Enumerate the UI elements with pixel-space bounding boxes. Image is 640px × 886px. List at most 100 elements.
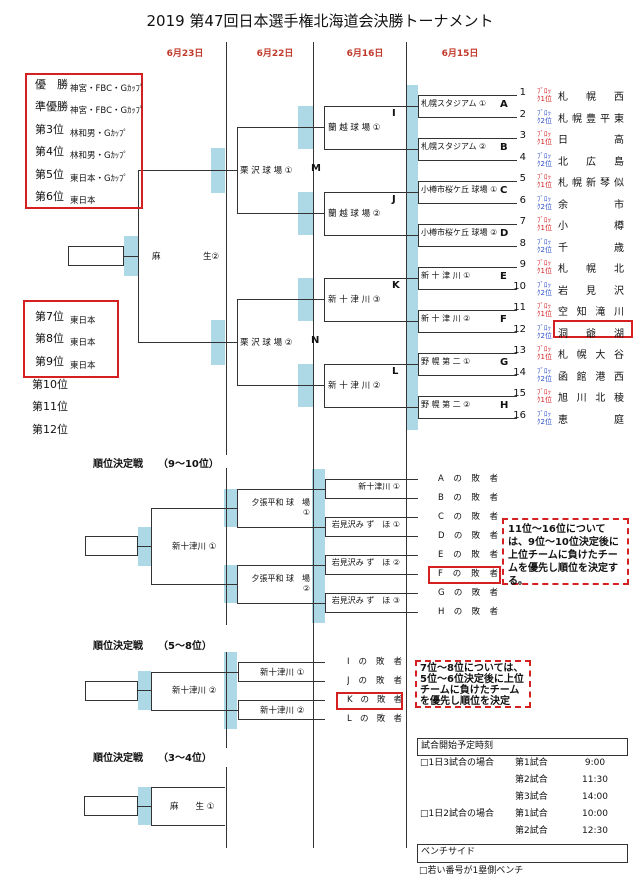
quarterfinal-venue: 新 十 津 川 ② <box>328 381 381 392</box>
bracket-line <box>324 105 325 149</box>
bracket-line <box>324 406 418 408</box>
bracket-line <box>325 517 418 518</box>
block-rank-badge: ﾌﾞﾛｯｸ2位 <box>537 151 552 168</box>
round1-venue: 新 十 津 川 ① <box>421 270 471 280</box>
block-rank-badge: ﾌﾞﾛｯｸ2位 <box>537 409 552 426</box>
bracket-line <box>418 267 517 268</box>
loser-highlight <box>428 566 501 584</box>
loser-slot: Fの敗者 <box>438 569 498 579</box>
standing-team: 林和男・Gｶｯﾌﾟ <box>70 151 128 161</box>
bracket-line <box>238 662 325 663</box>
bracket-line <box>237 602 325 604</box>
schedule-header: 試合開始予定時刻 <box>421 741 494 751</box>
loser-slot: Jの敗者 <box>347 676 402 686</box>
bracket-line <box>138 806 151 807</box>
quarterfinal-venue: 蘭 越 球 場 ① <box>328 123 381 134</box>
bracket-line <box>124 256 138 258</box>
team-number: 15 <box>513 388 526 399</box>
match-code: K <box>392 279 400 291</box>
column-divider <box>226 42 227 455</box>
round1-venue: 小樽市桜ケ丘 球場 ② <box>421 227 498 237</box>
team-name: 北広島 <box>558 156 624 168</box>
block-rank-badge: ﾌﾞﾛｯｸ1位 <box>537 259 552 275</box>
bracket-line <box>325 479 326 498</box>
schedule-game: 第2試合 <box>515 826 548 836</box>
bracket-line <box>151 583 237 585</box>
bracket-line <box>238 719 325 720</box>
bracket-line <box>418 116 517 118</box>
schedule-time: 9:00 <box>584 758 606 768</box>
placement-venue: 夕張平和 球 場 ② <box>251 573 310 593</box>
bracket-line <box>138 342 237 344</box>
bracket-line <box>418 224 517 225</box>
team-name: 札幌西 <box>558 92 624 103</box>
bracket-line <box>237 488 325 490</box>
team-name: 日高 <box>558 135 624 146</box>
standing-team: 東日本 <box>70 196 96 206</box>
match-code: D <box>500 227 509 239</box>
bracket-line <box>418 374 517 376</box>
bracket-line <box>325 498 418 499</box>
loser-slot: Gの敗者 <box>438 588 498 598</box>
bracket-line <box>324 191 418 193</box>
team-name: 岩見沢 <box>558 285 624 297</box>
match-code: E <box>500 270 507 282</box>
bracket-line <box>418 310 517 311</box>
bracket-line <box>418 224 419 246</box>
bracket-line <box>418 310 419 332</box>
section-title: 順位決定戦 （5～8位） <box>93 641 212 652</box>
bracket-line <box>324 277 418 279</box>
bracket-line <box>418 95 517 96</box>
placement-venue: 新十津川 ① <box>358 481 400 491</box>
match-code: H <box>500 399 509 411</box>
bracket-line <box>237 564 238 603</box>
bracket-line <box>418 353 517 354</box>
loser-slot: Dの敗者 <box>438 531 498 541</box>
loser-slot: Kの敗者 <box>347 695 402 705</box>
bracket-line <box>324 277 325 321</box>
bracket-line <box>325 536 418 537</box>
standing-rank: 第4位 <box>35 145 64 158</box>
column-date: 6月16日 <box>346 49 384 59</box>
block-rank-badge: ﾌﾞﾛｯｸ1位 <box>537 388 552 404</box>
bracket-line <box>418 396 419 418</box>
bracket-highlight-bar <box>406 85 418 430</box>
quarterfinal-venue: 蘭 越 球 場 ② <box>328 209 381 220</box>
quarterfinal-venue: 新 十 津 川 ③ <box>328 295 381 306</box>
team-number: 9 <box>519 259 526 270</box>
team-number: 16 <box>513 409 526 421</box>
standing-team: 林和男・Gｶｯﾌﾟ <box>70 129 128 139</box>
bracket-line <box>418 267 419 289</box>
bracket-line <box>324 363 418 365</box>
standing-rank: 第5位 <box>35 168 64 181</box>
bracket-line <box>324 234 418 236</box>
round1-venue: 小樽市桜ケ丘 球場 ① <box>421 184 498 194</box>
column-date: 6月22日 <box>256 49 294 59</box>
bracket-line <box>324 363 325 407</box>
standing-rank: 第3位 <box>35 123 64 136</box>
bracket-line <box>237 299 324 301</box>
bracket-line <box>418 417 517 419</box>
column-date: 6月23日 <box>166 49 204 59</box>
bracket-line <box>151 671 152 710</box>
placement-winner-box <box>85 536 138 556</box>
bracket-line <box>238 700 325 701</box>
standing-rank: 第7位 <box>35 310 64 323</box>
bracket-line <box>237 526 325 528</box>
bracket-line <box>325 479 418 480</box>
round1-venue: 野 幌 第 二 ① <box>421 356 471 366</box>
bracket-line <box>238 681 325 682</box>
round1-venue: 野 幌 第 二 ② <box>421 399 471 409</box>
bracket-line <box>325 593 418 594</box>
note-7-8: 7位～8位については、5位～6位決定後に上位チームに負けたチームを優先し順位を決… <box>415 660 531 708</box>
schedule-header-box <box>417 738 628 756</box>
bracket-line <box>237 299 238 386</box>
bracket-line <box>324 105 418 107</box>
standing-rank: 第10位 <box>32 378 68 391</box>
block-rank-badge: ﾌﾞﾛｯｸ2位 <box>537 194 552 211</box>
placement-venue: 新十津川 ② <box>260 706 305 716</box>
bracket-line <box>237 385 324 387</box>
column-date: 6月15日 <box>441 49 479 59</box>
schedule-time: 10:00 <box>582 809 608 819</box>
loser-slot: Iの敗者 <box>347 657 402 667</box>
